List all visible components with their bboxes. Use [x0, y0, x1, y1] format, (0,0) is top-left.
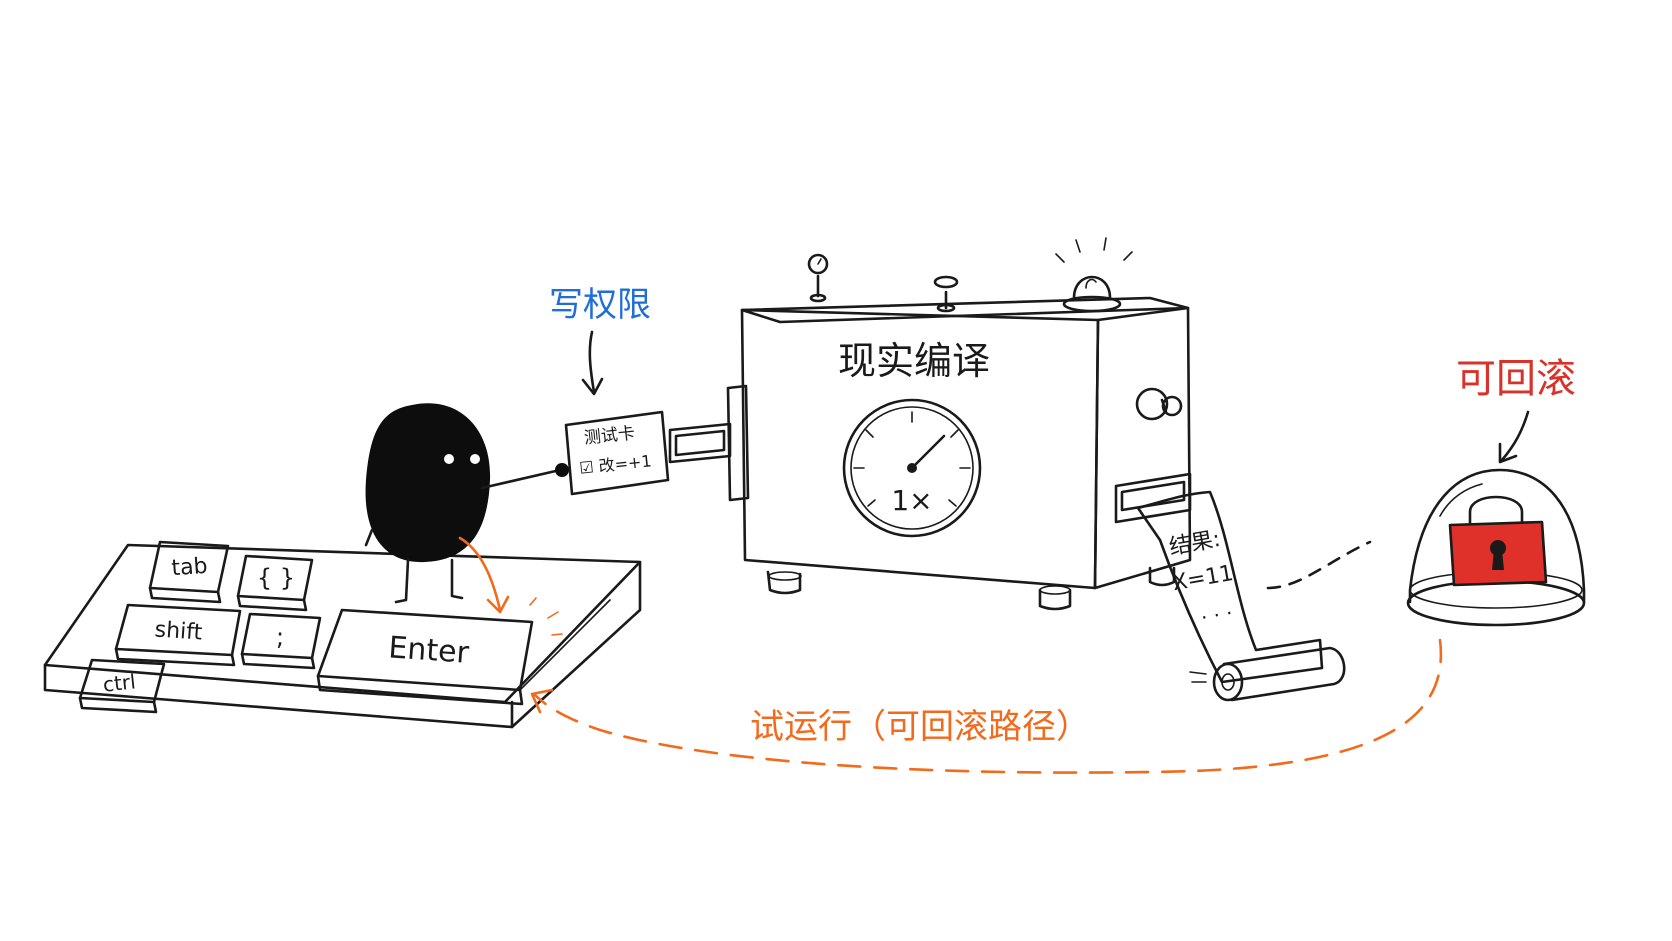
- test-card-line: ☑ 改=+1: [578, 451, 652, 477]
- key-semicolon-label: ;: [276, 623, 284, 651]
- top-knob-left: [807, 253, 829, 303]
- key-shift-label: shift: [154, 617, 204, 645]
- trial-run-path: 试运行（可回滚路径）: [530, 638, 1443, 774]
- receipt-to-lock-connector: [1266, 540, 1372, 590]
- speed-gauge: 1×: [842, 398, 982, 538]
- reality-compiler-machine: 现实编译 1×: [668, 237, 1192, 611]
- side-knob: [1135, 387, 1183, 421]
- machine-title: 现实编译: [838, 339, 990, 383]
- receipt-value: X=11: [1170, 561, 1235, 596]
- result-receipt: 结果: X=11 · · ·: [1136, 490, 1346, 702]
- write-permission-annotation: 写权限: [549, 285, 651, 396]
- character-eye-right: [470, 454, 480, 464]
- key-ctrl[interactable]: ctrl: [78, 658, 166, 714]
- rollback-annotation: 可回滚: [1456, 356, 1576, 464]
- test-card-title: 测试卡: [583, 423, 636, 448]
- warning-light-icon: [1055, 237, 1133, 313]
- press-sparkle: [529, 597, 563, 636]
- character-eye-left: [444, 454, 454, 464]
- key-tab[interactable]: tab: [148, 540, 230, 604]
- rollback-lock: [1406, 468, 1586, 627]
- key-braces[interactable]: { }: [236, 554, 314, 612]
- trial-run-label: 试运行（可回滚路径）: [750, 707, 1090, 747]
- receipt-heading: 结果:: [1167, 527, 1222, 561]
- gauge-speed-label: 1×: [891, 484, 932, 517]
- key-shift[interactable]: shift: [114, 603, 242, 667]
- key-tab-label: tab: [171, 554, 209, 581]
- key-ctrl-label: ctrl: [102, 669, 137, 696]
- keyboard: tab { } shift ; Enter ctr: [43, 540, 642, 729]
- key-enter[interactable]: Enter: [316, 608, 534, 706]
- write-permission-label: 写权限: [549, 285, 651, 325]
- blob-character: [364, 403, 569, 614]
- key-semicolon[interactable]: ;: [240, 612, 322, 670]
- test-card: 测试卡 ☑ 改=+1: [564, 410, 670, 496]
- receipt-more: · · ·: [1199, 601, 1234, 630]
- rollback-label: 可回滚: [1456, 356, 1576, 402]
- top-knob-middle: [933, 275, 959, 313]
- key-braces-label: { }: [257, 564, 295, 592]
- padlock-icon: [1448, 495, 1548, 587]
- key-enter-label: Enter: [387, 630, 470, 671]
